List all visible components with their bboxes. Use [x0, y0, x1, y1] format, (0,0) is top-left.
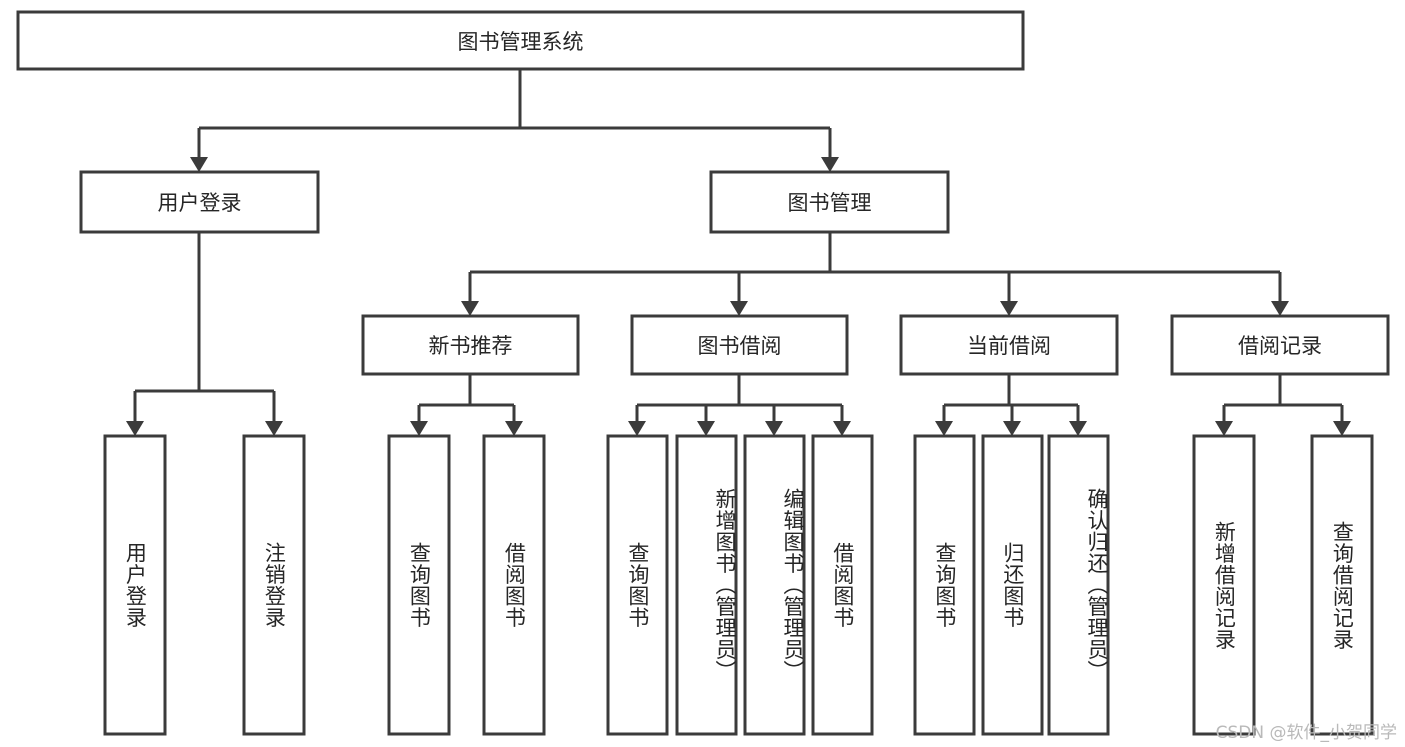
node-box-leaf-user-login[interactable]: [103, 434, 167, 736]
node-box-leaf-query-record[interactable]: [1310, 434, 1374, 736]
node-box-book-borrow[interactable]: [630, 314, 849, 376]
node-box-leaf-query-book-1[interactable]: [387, 434, 451, 736]
node-box-leaf-add-record[interactable]: [1192, 434, 1256, 736]
node-box-root[interactable]: [16, 10, 1025, 71]
node-box-new-book-recommend[interactable]: [361, 314, 580, 376]
node-box-book-manage[interactable]: [709, 170, 950, 234]
connector-book-borrow-to-leaves: [628, 374, 851, 436]
node-box-leaf-query-book-3[interactable]: [913, 434, 976, 736]
connector-book-manage-to-level3: [461, 232, 1289, 316]
connector-current-borrow-to-leaves: [935, 374, 1087, 436]
node-box-current-borrow[interactable]: [899, 314, 1119, 376]
node-box-leaf-logout[interactable]: [242, 434, 306, 736]
node-box-leaf-add-book[interactable]: [675, 434, 738, 736]
connector-user-login-to-leaves: [126, 232, 283, 436]
connector-new-book-recommend-to-leaves: [410, 374, 523, 436]
node-box-leaf-borrow-book-2[interactable]: [811, 434, 874, 736]
node-box-leaf-confirm-return[interactable]: [1047, 434, 1110, 736]
connector-root-to-level2: [190, 69, 839, 172]
node-box-leaf-edit-book[interactable]: [743, 434, 806, 736]
node-box-borrow-record[interactable]: [1170, 314, 1390, 376]
node-box-leaf-borrow-book-1[interactable]: [482, 434, 546, 736]
node-box-leaf-query-book-2[interactable]: [606, 434, 669, 736]
connector-borrow-record-to-leaves: [1215, 374, 1351, 436]
node-box-leaf-return-book[interactable]: [981, 434, 1044, 736]
node-box-user-login[interactable]: [79, 170, 320, 234]
